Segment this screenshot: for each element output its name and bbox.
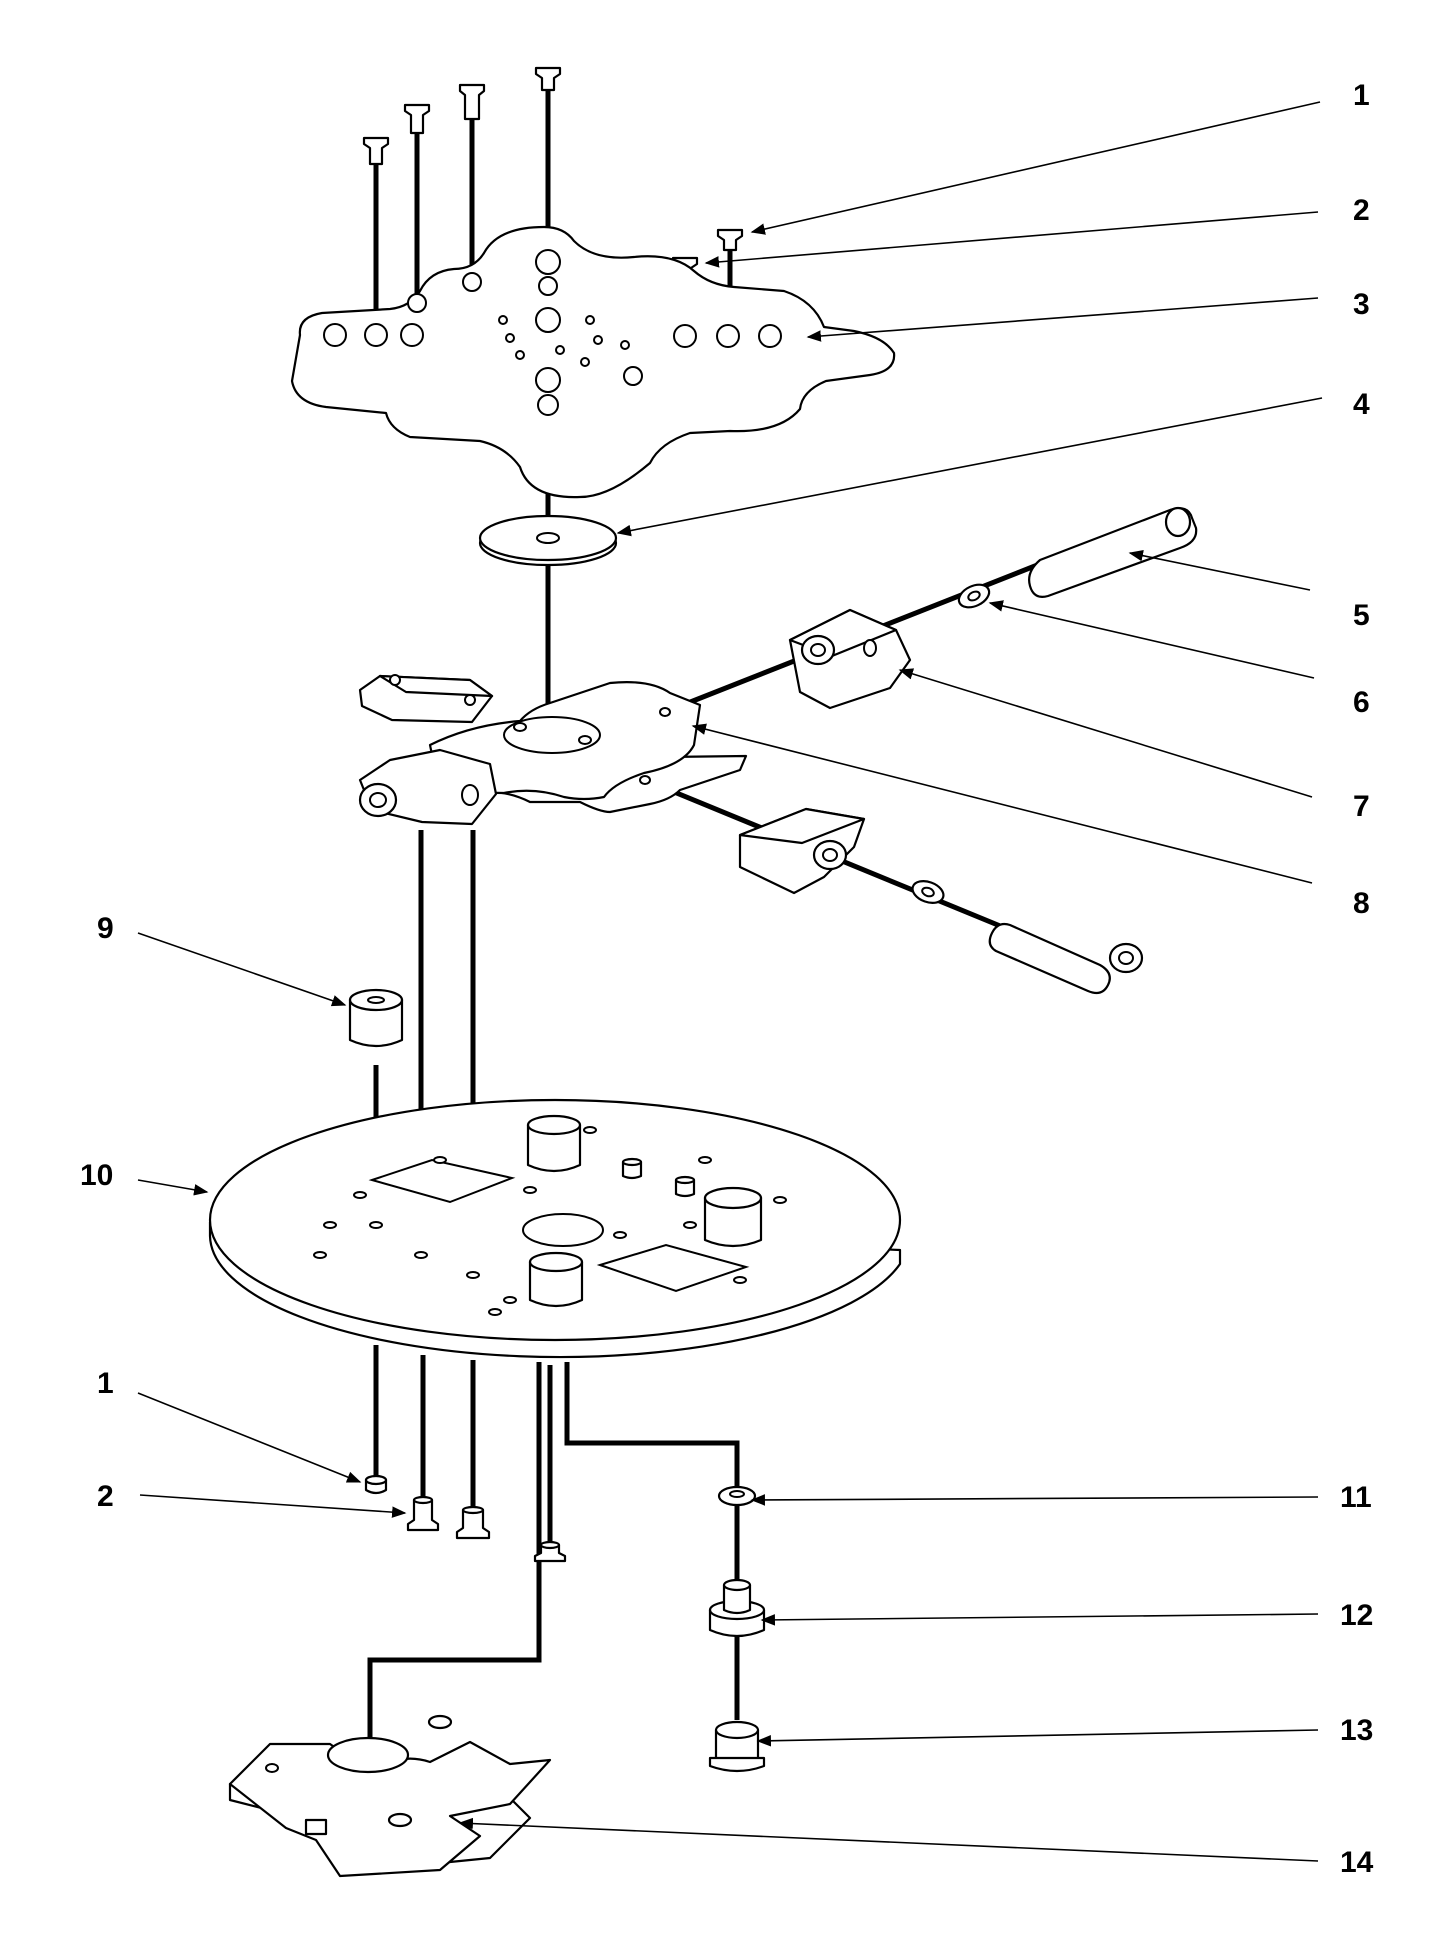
callout-10: 10 (80, 1159, 113, 1192)
callout-13: 13 (1340, 1714, 1373, 1747)
callout-2-lower: 2 (97, 1480, 114, 1513)
callout-11: 11 (1340, 1481, 1372, 1514)
base-plate (208, 1098, 902, 1359)
callout-1: 1 (1353, 79, 1370, 112)
callout-1-lower: 1 (97, 1367, 114, 1400)
bottom-bracket (228, 1714, 552, 1878)
bolts-and-washers (911, 506, 1198, 995)
callout-3: 3 (1353, 288, 1370, 321)
lower-screws (364, 1474, 567, 1563)
callout-2: 2 (1353, 194, 1370, 227)
callout-labels: 1 2 3 4 5 6 7 8 9 10 1 2 11 12 13 14 (80, 79, 1374, 1879)
pivot-blocks (358, 608, 912, 895)
callout-8: 8 (1353, 887, 1370, 920)
callout-4: 4 (1353, 388, 1370, 421)
callout-5: 5 (1353, 599, 1370, 632)
callout-9: 9 (97, 912, 114, 945)
hub-block (418, 681, 748, 814)
callout-14: 14 (1340, 1846, 1374, 1879)
callout-6: 6 (1353, 686, 1370, 719)
leader-lines (137, 101, 1323, 1862)
stack-parts-11-13 (708, 1485, 766, 1773)
spacer-cylinder (348, 988, 404, 1048)
callout-12: 12 (1340, 1599, 1373, 1632)
top-plate (290, 225, 896, 499)
washer-disc (478, 514, 618, 567)
callout-7: 7 (1353, 790, 1370, 823)
